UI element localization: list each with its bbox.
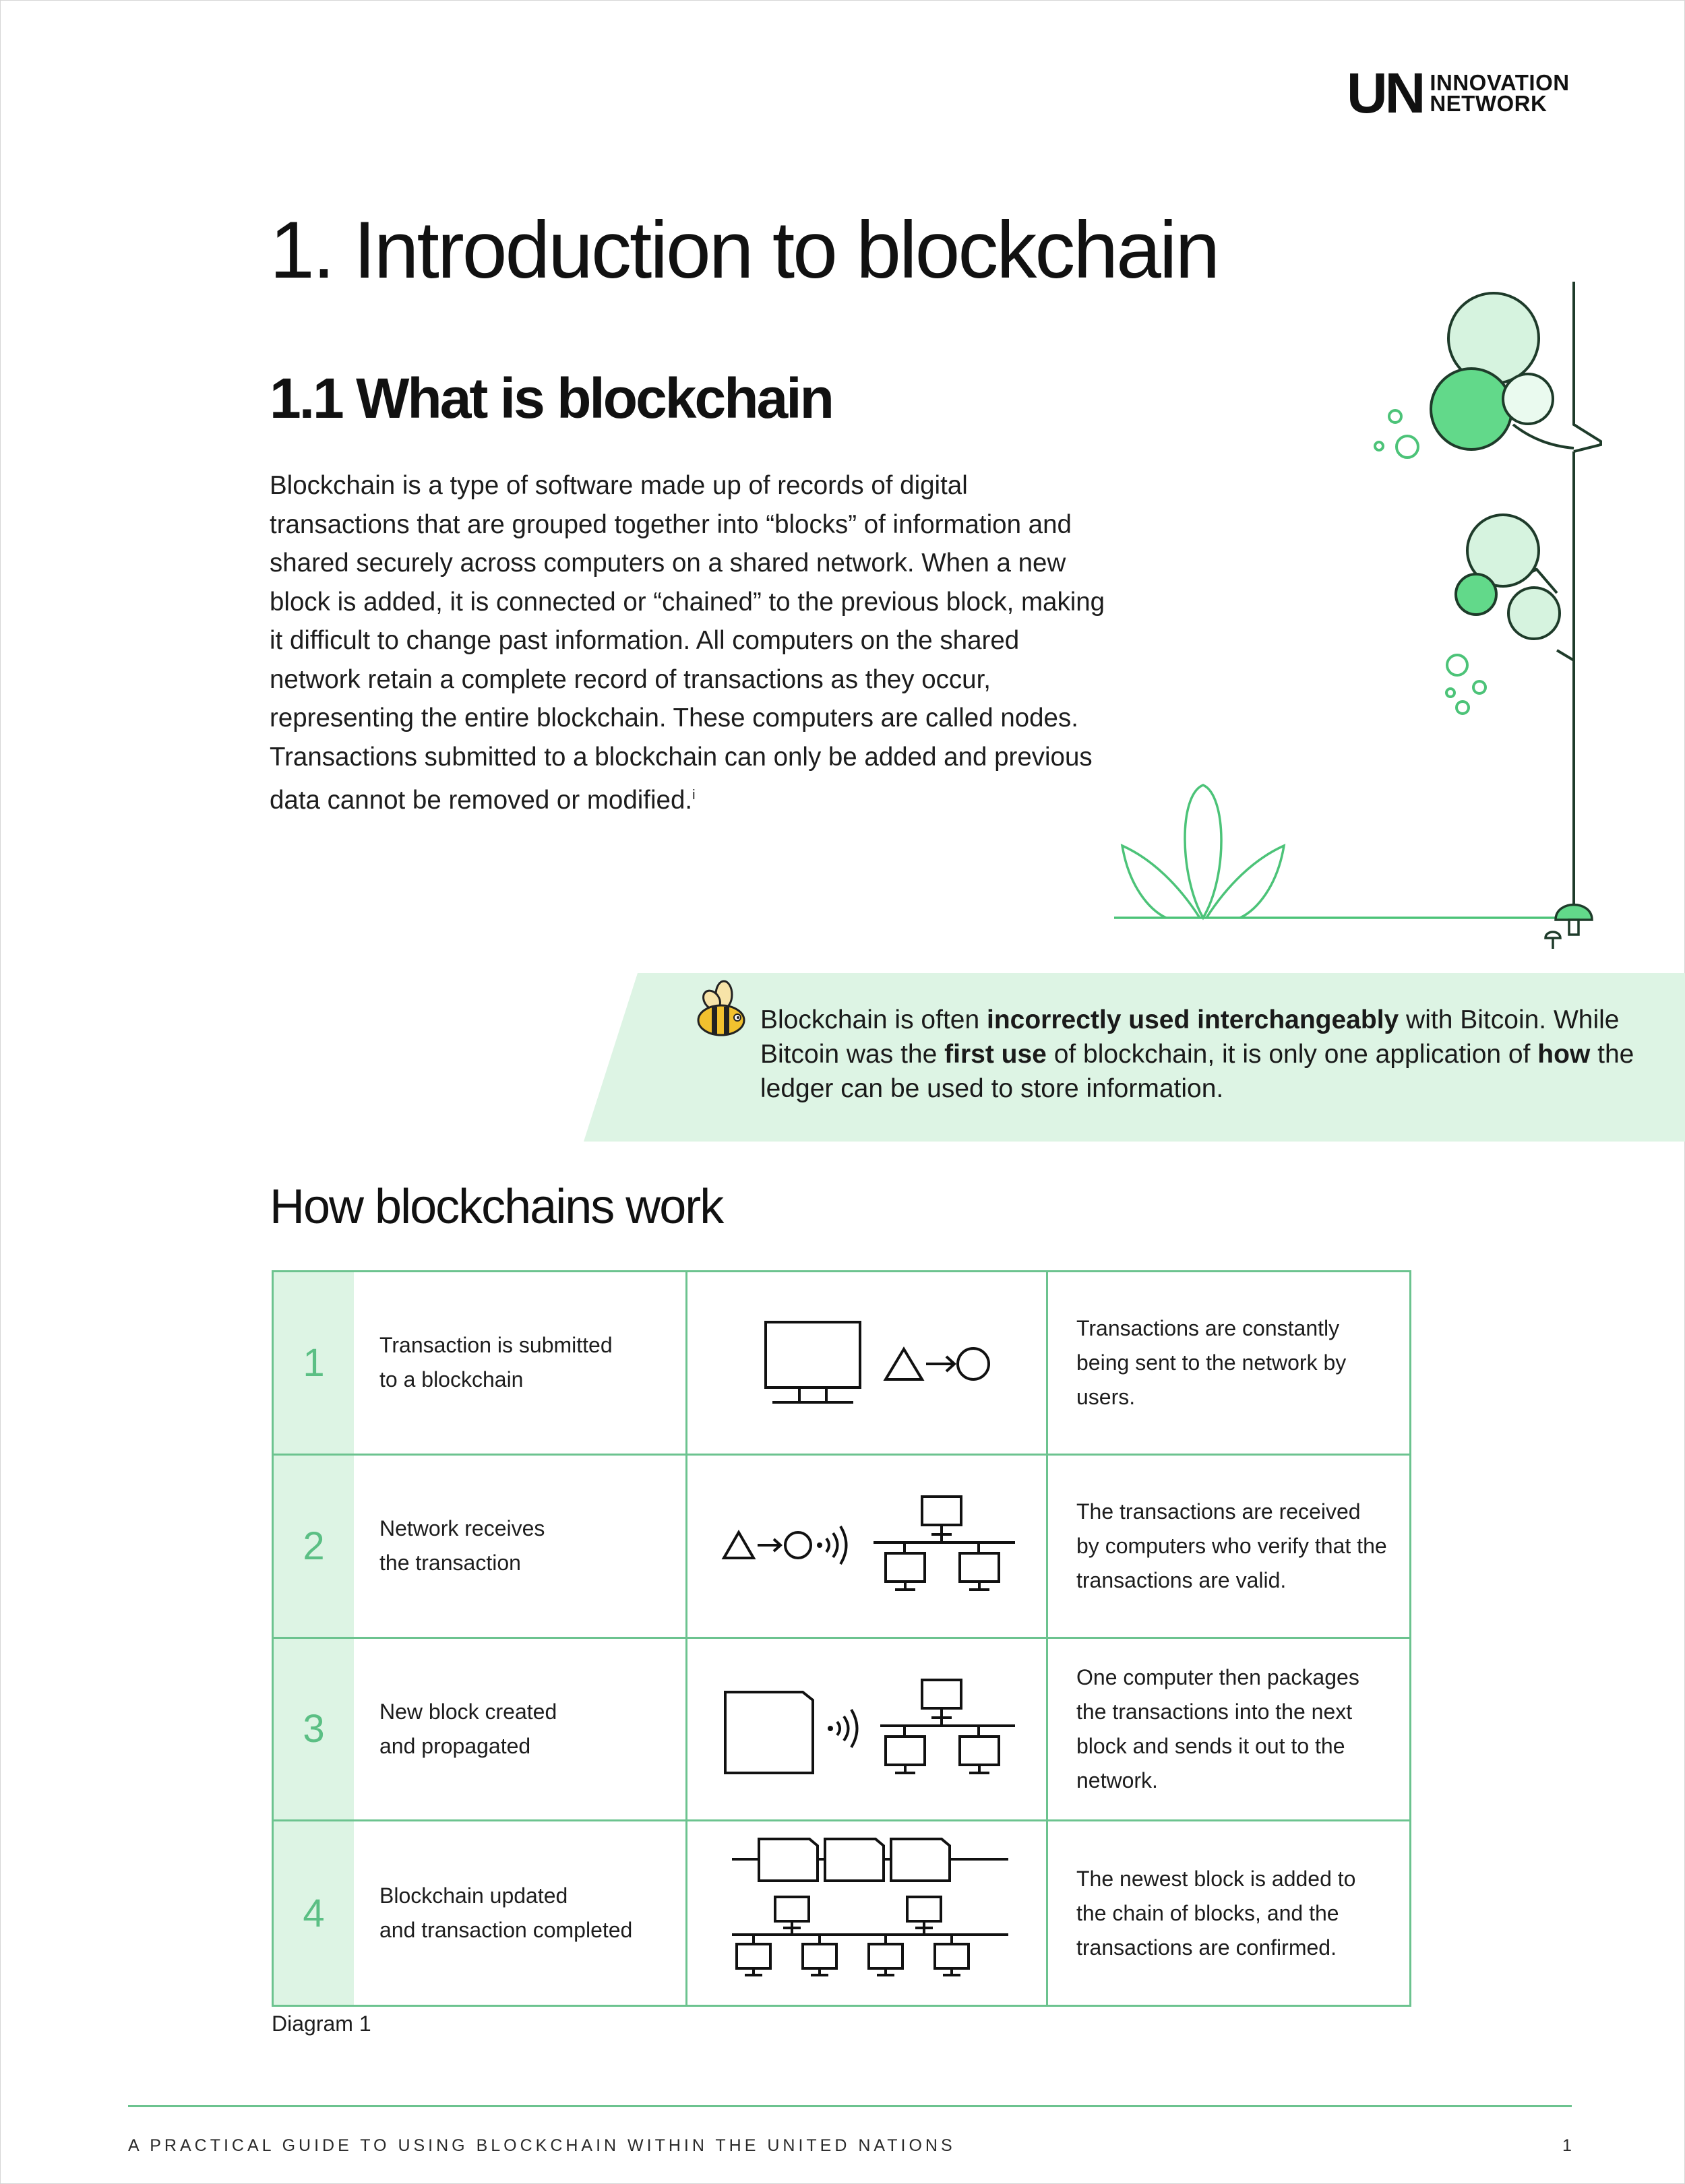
step-description: The transactions are received by compute… (1048, 1456, 1409, 1639)
callout-text: Blockchain is often incorrectly used int… (760, 1003, 1657, 1106)
step-description: The newest block is added to the chain o… (1076, 1866, 1356, 1960)
step-number: 1 (274, 1272, 354, 1456)
step-description: Transactions are constantly being sent t… (1048, 1272, 1409, 1456)
bee-icon (697, 980, 745, 1036)
step-number: 3 (274, 1638, 354, 1822)
step-description: One computer then packages the transacti… (1048, 1639, 1409, 1822)
step-label: Transaction is submitted to a blockchain (354, 1272, 687, 1456)
footer-title: A PRACTICAL GUIDE TO USING BLOCKCHAIN WI… (128, 2136, 956, 2155)
callout-part-1: Blockchain is often (760, 1005, 987, 1034)
callout-bold-2: first use (944, 1040, 1047, 1069)
how-heading: How blockchains work (270, 1180, 724, 1234)
step-number: 4 (274, 1821, 354, 2005)
callout-part-2: with Bitcoin. While Bitcoin was the (760, 1005, 1620, 1069)
step-1-illustration (687, 1272, 1048, 1456)
callout-bold-1: incorrectly used interchangeably (987, 1005, 1399, 1034)
callout-part-4: the ledger can be used to store informat… (760, 1040, 1634, 1103)
logo-line-2: NETWORK (1430, 91, 1548, 116)
page-number: 1 (1562, 2136, 1572, 2155)
step-2-illustration (687, 1455, 1048, 1639)
tree-circle-2 (1430, 367, 1513, 451)
step-3-illustration (687, 1638, 1048, 1822)
callout-banner (0, 973, 1685, 1142)
logo-line-1: INNOVATION (1430, 70, 1570, 95)
footnote-marker: i (692, 788, 696, 803)
computer-transaction-icon (764, 1321, 990, 1404)
footer-divider (128, 2105, 1572, 2107)
block-propagation-icon (724, 1678, 1015, 1774)
network-receive-icon (721, 1495, 1015, 1592)
callout-background (584, 973, 1685, 1142)
step-4-illustration (687, 1821, 1048, 2005)
page-title: 1. Introduction to blockchain (270, 205, 1220, 295)
step-number: 2 (274, 1455, 354, 1639)
intro-paragraph: Blockchain is a type of software made up… (270, 466, 1112, 819)
tree-circle-6 (1507, 586, 1561, 640)
intro-text: Blockchain is a type of software made up… (270, 471, 1105, 815)
logo-un: UN (1347, 61, 1426, 125)
logo-words: INNOVATION NETWORK (1430, 70, 1570, 116)
tree-circle-3 (1502, 373, 1554, 425)
step-label: New block created and propagated (354, 1638, 687, 1822)
diagram-caption: Diagram 1 (272, 2011, 371, 2036)
step-label: Network receives the transaction (354, 1455, 687, 1639)
callout-part-3: of blockchain, it is only one applicatio… (1046, 1040, 1538, 1069)
mushroom-icon (1544, 903, 1593, 949)
un-innovation-network-logo: UN INNOVATION NETWORK (1347, 65, 1570, 121)
blockchain-steps-diagram: 1 Transaction is submitted to a blockcha… (272, 1270, 1411, 2007)
tree-circle-5 (1454, 573, 1498, 616)
section-heading: 1.1 What is blockchain (270, 367, 834, 430)
blockchain-network-icon (732, 1838, 1008, 1977)
tree-circle-4 (1466, 513, 1540, 588)
step-label: Blockchain updated and transaction compl… (354, 1821, 687, 2005)
tree-illustration (1114, 282, 1602, 949)
callout-bold-3: how (1537, 1040, 1591, 1069)
